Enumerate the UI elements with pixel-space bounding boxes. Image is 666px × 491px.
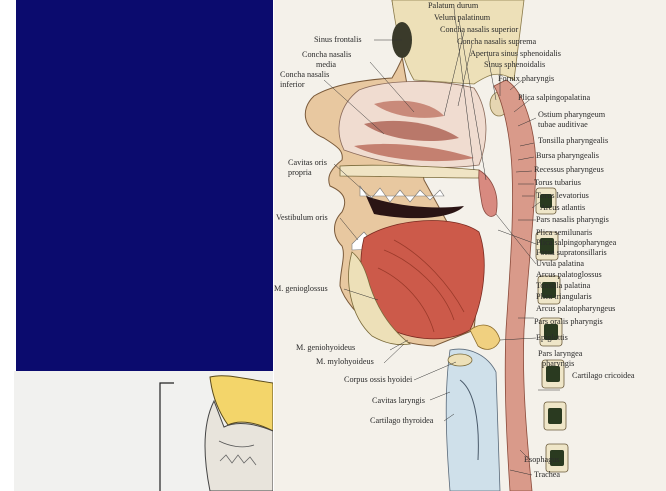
label-pars-laryngea-pharyngis: pharyngis: [542, 360, 574, 368]
label-torus-levatorius: Torus levatorius: [536, 192, 589, 200]
label-velum-palatinum: Velum palatinum: [434, 14, 490, 22]
label-plica-semilunaris: Plica semilunaris: [536, 229, 592, 237]
label-tubae-auditivae: tubae auditivae: [538, 121, 588, 129]
label-sinus-frontalis: Sinus frontalis: [314, 36, 362, 44]
label-sinus-sphenoidalis: Sinus sphenoidalis: [484, 61, 545, 69]
label-concha-nasalis-inferior-2: inferior: [280, 81, 305, 89]
label-epiglottis: Epiglottis: [536, 334, 568, 342]
label-arcus-palatopharyngeus: Arcus palatopharyngeus: [536, 305, 615, 313]
anatomy-plate: Palatum durum Velum palatinum Concha nas…: [274, 0, 666, 491]
label-tonsilla-palatina: Tonsilla palatina: [536, 282, 590, 290]
label-ostium-pharyngeum: Ostium pharyngeum: [538, 111, 605, 119]
label-trachea: Trachea: [534, 471, 560, 479]
label-plica-salpingopharyngea: Plica salpingopharyngea: [536, 239, 616, 247]
label-m-mylohyoideus: M. mylohyoideus: [316, 358, 374, 366]
label-arcus-atlantis: Arcus atlantis: [540, 204, 585, 212]
label-torus-tubarius: Torus tubarius: [534, 179, 581, 187]
label-tonsilla-pharyngealis: Tonsilla pharyngealis: [538, 137, 608, 145]
label-pars-nasalis-pharyngis: Pars nasalis pharyngis: [536, 216, 609, 224]
label-recessus-pharyngeus: Recessus pharyngeus: [534, 166, 604, 174]
label-cavitas-oris: Cavitas oris: [288, 159, 327, 167]
label-apertura-sinus-sphenoidalis: Apertura sinus sphenoidalis: [470, 50, 561, 58]
label-fornix-pharyngis: Fornix pharyngis: [498, 75, 554, 83]
label-vestibulum-oris: Vestibulum oris: [276, 214, 328, 222]
label-corpus-ossis-hyoidei: Corpus ossis hyoidei: [344, 376, 412, 384]
secondary-figure-crop: [14, 371, 273, 491]
label-pars-laryngea: Pars laryngea: [538, 350, 582, 358]
label-palatum-durum: Palatum durum: [428, 2, 478, 10]
label-arcus-palatoglossus: Arcus palatoglossus: [536, 271, 602, 279]
label-pars-oralis-pharyngis: Pars oralis pharyngis: [534, 318, 603, 326]
label-concha-nasalis-media: Concha nasalis: [302, 51, 351, 59]
label-fossa-supratonsillaris: Fossa supratonsillaris: [536, 249, 607, 257]
blue-occluding-panel: [16, 0, 273, 371]
label-concha-nasalis-media-2: media: [316, 61, 336, 69]
label-m-genioglossus: M. genioglossus: [274, 285, 328, 293]
label-concha-nasalis-suprema: Concha nasalis suprema: [457, 38, 536, 46]
label-plica-salpingopalatina: Plica salpingopalatina: [518, 94, 590, 102]
label-cavitas-laryngis: Cavitas laryngis: [372, 397, 425, 405]
label-uvula-palatina: Uvula palatina: [536, 260, 584, 268]
label-esophagus: Esophagus: [524, 456, 559, 464]
larynx-crop-drawing: [14, 371, 273, 491]
label-cavitas-oris-propria: propria: [288, 169, 312, 177]
label-concha-nasalis-superior: Concha nasalis superior: [440, 26, 518, 34]
label-cartilago-thyroidea: Cartilago thyroidea: [370, 417, 433, 425]
label-bursa-pharyngealis: Bursa pharyngealis: [536, 152, 599, 160]
label-concha-nasalis-inferior: Concha nasalis: [280, 71, 329, 79]
label-cartilago-cricoidea: Cartilago cricoidea: [572, 372, 635, 380]
label-plica-triangularis: Plica triangularis: [536, 293, 592, 301]
label-m-geniohyoideus: M. geniohyoideus: [296, 344, 355, 352]
